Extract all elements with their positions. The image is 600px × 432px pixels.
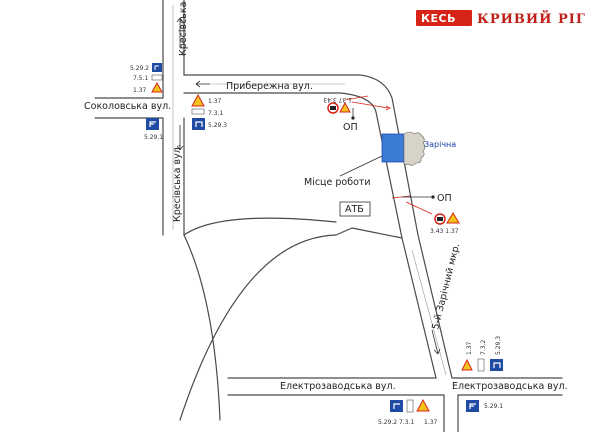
svg-text:1.37: 1.37 xyxy=(466,341,473,355)
brand-logo: КЕСЬ КРИВИЙ РІГ xyxy=(416,10,586,27)
sign-7-3-1-icon xyxy=(191,108,205,115)
brand-box-text: КЕСЬ xyxy=(421,12,456,25)
sign-5-29-2-icon xyxy=(152,63,162,72)
sign-1-37-icon xyxy=(416,398,430,412)
svg-text:1.37: 1.37 xyxy=(133,87,147,94)
svg-text:7.3.1: 7.3.1 xyxy=(208,110,223,117)
sign-group-1: 5.29.2 7.5.1 1.37 xyxy=(130,63,163,94)
sign-group-8: 5.29.1 xyxy=(466,400,503,412)
river-bank xyxy=(403,131,426,166)
sign-5-29-3-icon xyxy=(490,359,503,371)
sign-7-3-1-icon xyxy=(406,399,414,413)
op-top: ОП xyxy=(343,108,358,133)
sign-7-3-2-icon xyxy=(477,358,485,372)
sign-group-6: 1.37 7.3.2 5.29.3 xyxy=(461,336,503,372)
roads xyxy=(94,0,563,432)
sign-1-37-icon xyxy=(461,358,473,371)
brand-name: КРИВИЙ РІГ xyxy=(477,10,586,27)
kresivska-top-label: Кресівська вул. xyxy=(178,0,189,56)
sign-group-4: 1.37 3.43 xyxy=(323,96,352,114)
svg-text:5.29.1: 5.29.1 xyxy=(484,403,503,410)
work-zone-box xyxy=(381,133,405,163)
sign-group-7: 5.29.2 7.3.1 1.37 xyxy=(378,398,438,426)
svg-text:5.29.2 7.3.1: 5.29.2 7.3.1 xyxy=(378,419,414,426)
svg-text:1.37: 1.37 xyxy=(208,98,222,105)
svg-text:7.5.1: 7.5.1 xyxy=(133,75,148,82)
svg-text:5.29.2: 5.29.2 xyxy=(130,65,149,72)
elektrozavodska-left-label: Електрозаводська вул. xyxy=(280,381,396,392)
direction-arrows xyxy=(176,17,441,355)
sign-1-37-icon xyxy=(339,101,351,113)
atb-shop: АТБ xyxy=(339,201,371,217)
svg-text:1.37 3.43: 1.37 3.43 xyxy=(323,96,352,103)
sign-group-3: 1.37 7.3.1 5.29.3 xyxy=(191,93,227,130)
elektrozavodska-right-label: Електрозаводська вул. xyxy=(452,381,568,392)
op-mid-label: ОП xyxy=(437,193,452,204)
sign-1-37-icon xyxy=(151,81,163,93)
sign-group-2: 5.29.1 xyxy=(144,118,163,141)
op-top-label: ОП xyxy=(343,122,358,133)
sign-7-5-1-icon xyxy=(151,74,163,81)
pryberezhna-label: Прибережна вул. xyxy=(226,81,313,92)
svg-text:5.29.1: 5.29.1 xyxy=(144,134,163,141)
op-mid: ОП xyxy=(402,193,452,204)
svg-text:1.37: 1.37 xyxy=(424,419,438,426)
svg-text:5.29.3: 5.29.3 xyxy=(495,336,502,355)
sign-1-37-icon xyxy=(191,93,205,107)
sign-group-5: 3.43 1.37 xyxy=(430,212,460,235)
atb-label: АТБ xyxy=(345,204,364,215)
zarichna-label: Зарічна xyxy=(424,140,456,149)
sign-1-37-icon xyxy=(446,212,460,224)
sign-5-29-3-icon xyxy=(192,118,205,130)
red-guide-lines xyxy=(344,95,433,215)
svg-text:3.43 1.37: 3.43 1.37 xyxy=(430,228,459,235)
work-place-label: Місце роботи xyxy=(304,177,371,188)
svg-text:5.29.3: 5.29.3 xyxy=(208,122,227,129)
kresivska-bottom-label: Кресівська вул. xyxy=(172,144,183,222)
zarichnyi-label: 5-й Зарічний мкр. xyxy=(430,242,462,330)
svg-text:7.3.2: 7.3.2 xyxy=(480,340,487,355)
sokolovska-label: Соколовська вул. xyxy=(84,101,171,112)
work-zone: Зарічна Місце роботи xyxy=(304,131,456,188)
sign-5-29-2-icon xyxy=(390,400,403,412)
